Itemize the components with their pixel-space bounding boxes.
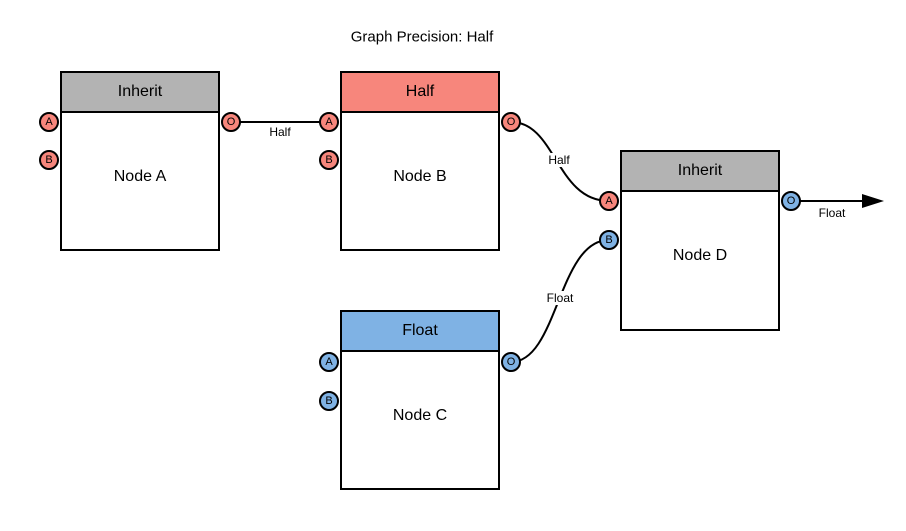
node-a-body: Node A bbox=[62, 113, 218, 249]
edge-label-nodeb-noded: Half bbox=[546, 153, 572, 167]
node-b-title: Node B bbox=[393, 167, 447, 185]
edge-label-noded-output: Float bbox=[818, 206, 846, 220]
node-c-port-b: B bbox=[319, 391, 339, 411]
graph-title: Graph Precision: Half bbox=[350, 28, 494, 46]
node-a: Inherit Node A bbox=[60, 71, 220, 251]
output-arrowhead-icon bbox=[862, 194, 884, 208]
node-a-title: Node A bbox=[113, 167, 167, 185]
node-b-port-o: O bbox=[501, 112, 521, 132]
node-b: Half Node B bbox=[340, 71, 500, 251]
node-a-port-a: A bbox=[39, 112, 59, 132]
node-c-title: Node C bbox=[392, 406, 448, 424]
node-b-header: Half bbox=[342, 73, 498, 113]
node-d-port-a: A bbox=[599, 191, 619, 211]
node-d-header: Inherit bbox=[622, 152, 778, 192]
node-c-port-o: O bbox=[501, 352, 521, 372]
node-d-title: Node D bbox=[672, 247, 728, 265]
node-b-port-a: A bbox=[319, 112, 339, 132]
node-b-body: Node B bbox=[342, 113, 498, 249]
node-c-port-a: A bbox=[319, 352, 339, 372]
node-a-header: Inherit bbox=[62, 73, 218, 113]
node-a-port-b: B bbox=[39, 150, 59, 170]
node-c: Float Node C bbox=[340, 310, 500, 490]
node-c-body: Node C bbox=[342, 352, 498, 488]
node-d-port-o: O bbox=[781, 191, 801, 211]
node-a-port-o: O bbox=[221, 112, 241, 132]
edge-label-nodea-nodeb: Half bbox=[269, 125, 291, 139]
node-d-port-b: B bbox=[599, 230, 619, 250]
edge-label-nodec-noded: Float bbox=[544, 291, 576, 305]
node-c-header: Float bbox=[342, 312, 498, 352]
node-b-port-b: B bbox=[319, 150, 339, 170]
node-d-body: Node D bbox=[622, 192, 778, 329]
node-d: Inherit Node D bbox=[620, 150, 780, 331]
